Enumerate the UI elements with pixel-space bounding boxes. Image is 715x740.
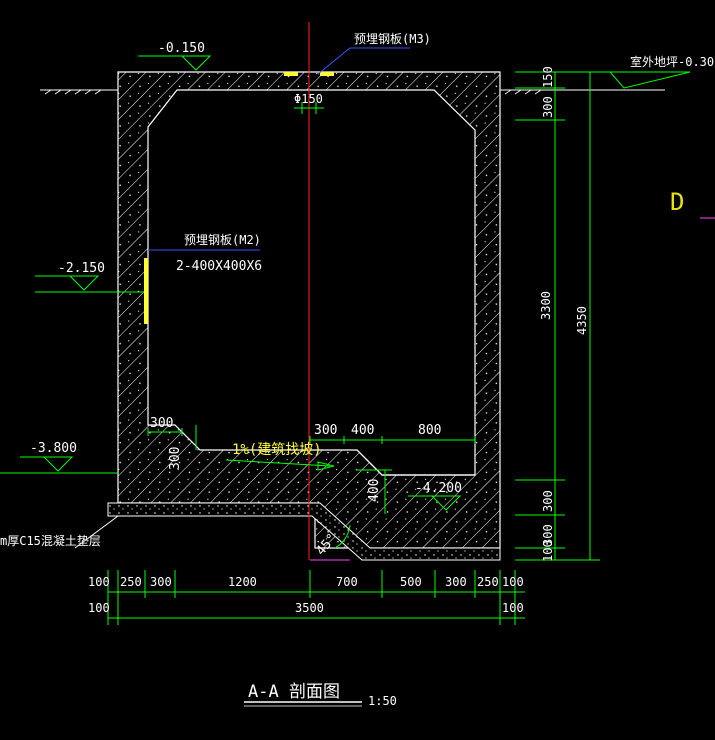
m3-plate-right — [320, 72, 334, 76]
right-dims — [515, 71, 600, 561]
drawing-title: A-A 剖面图 — [248, 682, 340, 702]
slope-arrow — [317, 461, 335, 471]
m2-title: 预埋钢板(M2) — [184, 233, 261, 247]
level-marker-outdoor — [600, 71, 691, 89]
right-dim-5: 300 — [541, 524, 555, 546]
sump-dims — [309, 436, 476, 514]
right-dim-6: 100 — [541, 540, 555, 562]
pipe-dim — [294, 102, 324, 114]
ground-line — [40, 89, 665, 95]
sump-drop: 400 — [367, 479, 382, 502]
bottom-dim-4: 1200 — [228, 575, 257, 589]
bottom-dim-3: 300 — [150, 575, 172, 589]
level-top: -0.150 — [158, 41, 205, 56]
right-dim-2: 300 — [541, 96, 555, 118]
slope-leader — [225, 459, 331, 467]
slope-note: 1%(建筑找坡) — [232, 442, 322, 458]
pipe-label: Φ150 — [294, 92, 323, 106]
bottom-dim-8: 250 — [477, 575, 499, 589]
right-dim-total: 4350 — [575, 306, 589, 335]
bottom-dim-9: 100 — [502, 575, 524, 589]
haunch-dims — [147, 425, 197, 450]
right-dim-4: 300 — [541, 490, 555, 512]
level-marker-floor — [0, 456, 118, 474]
drawing-scale: 1:50 — [368, 694, 397, 708]
level-marker-top — [138, 55, 212, 71]
m2-plate — [144, 258, 148, 324]
m3-label: 预埋钢板(M3) — [354, 32, 431, 46]
level-m2: -2.150 — [58, 261, 105, 276]
right-dim-3: 3300 — [539, 291, 553, 320]
level-outdoor: 室外地坪-0.300 — [630, 54, 715, 69]
m2-spec: 2-400X400X6 — [176, 259, 262, 274]
cushion-label: m厚C15混凝土垫层 — [0, 533, 101, 548]
level-marker-m2 — [35, 275, 144, 293]
sump-dim-2: 400 — [351, 423, 374, 438]
haunch-w: 300 — [150, 416, 173, 431]
right-dim-1: 150 — [541, 66, 555, 88]
m3-plate — [284, 72, 298, 76]
bottom-dims — [107, 570, 525, 625]
bottom-dim-10: 100 — [88, 601, 110, 615]
level-marker-sump — [408, 495, 462, 511]
bottom-dim-6: 500 — [400, 575, 422, 589]
angle-arc — [334, 524, 351, 549]
bottom-dim-7: 300 — [445, 575, 467, 589]
sump-outline — [356, 449, 475, 476]
level-floor: -3.800 — [30, 441, 77, 456]
leaders — [148, 47, 410, 251]
bottom-dim-2: 250 — [120, 575, 142, 589]
grid-mark: D — [670, 188, 684, 216]
sump-dim-3: 800 — [418, 423, 441, 438]
cushion-layer — [107, 502, 501, 561]
bottom-dim-1: 100 — [88, 575, 110, 589]
haunch-h: 300 — [168, 447, 183, 470]
cushion-leader — [74, 515, 119, 549]
bottom-dim-12: 100 — [502, 601, 524, 615]
level-sump: -4.200 — [415, 481, 462, 496]
bottom-dim-11: 3500 — [295, 601, 324, 615]
sump-dim-1: 300 — [314, 423, 337, 438]
bottom-dim-5: 700 — [336, 575, 358, 589]
